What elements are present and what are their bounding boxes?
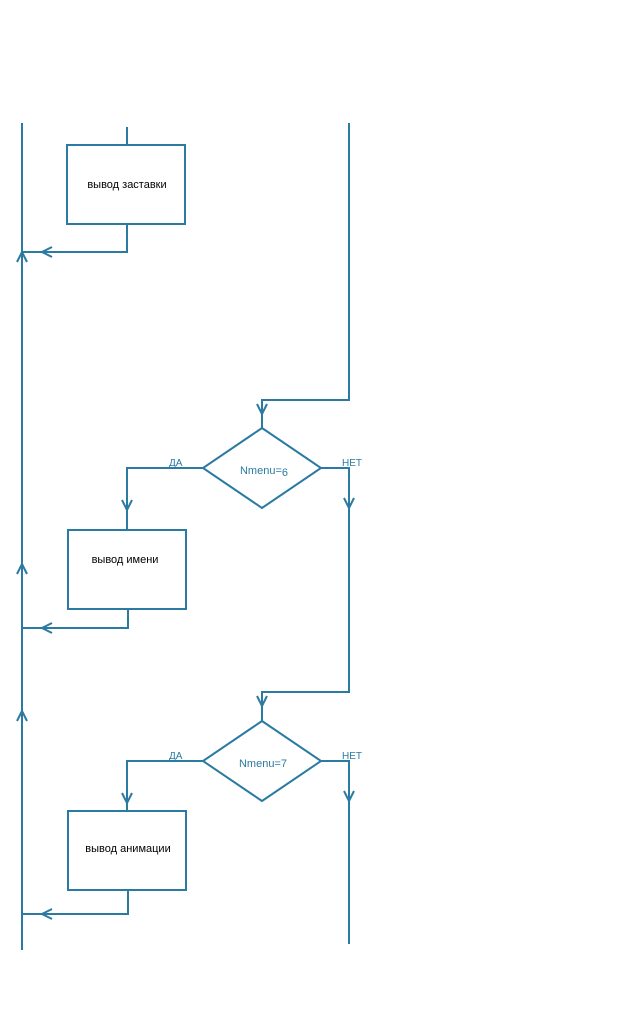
animation-return-arrow [39, 908, 53, 920]
menu7-yes-line [126, 760, 203, 811]
menu6-no-line [261, 467, 350, 721]
menu7-yes-arrow [121, 792, 133, 806]
arrow-into-decision-7 [256, 695, 268, 709]
name-return-arrow [39, 622, 53, 634]
splash-block-label: вывод заставки [87, 179, 166, 191]
splash-return-line [22, 224, 128, 253]
decision-menu6-condition: Nmenu= [240, 465, 282, 477]
decision-menu7-yes: ДА [169, 751, 183, 762]
menu7-no-line [321, 760, 350, 944]
splash-return-arrow [39, 246, 53, 258]
animation-block-label: вывод анимации [85, 843, 170, 855]
arrow-into-decision-6 [256, 403, 268, 417]
decision-menu6 [201, 426, 323, 510]
name-return-line [22, 609, 129, 629]
main-line-top [261, 123, 350, 428]
decision-menu6-label: Nmenu=6 [240, 465, 288, 479]
name-block-label: вывод имени [92, 554, 159, 566]
name-block [67, 529, 187, 610]
menu7-no-arrow [343, 790, 355, 804]
menu6-yes-arrow [121, 499, 133, 513]
decision-menu6-value: 6 [282, 467, 288, 479]
decision-menu7 [201, 719, 323, 803]
decision-menu6-no: НЕТ [342, 458, 362, 469]
menu6-yes-line [126, 467, 203, 530]
decision-menu6-yes: ДА [169, 458, 183, 469]
animation-return-line [22, 890, 129, 915]
menu6-no-arrow [343, 497, 355, 511]
decision-menu7-label: Nmenu=7 [239, 758, 287, 770]
return-arrow-3 [16, 708, 28, 722]
return-arrow-2 [16, 561, 28, 575]
decision-menu7-no: НЕТ [342, 751, 362, 762]
animation-block [67, 810, 187, 891]
